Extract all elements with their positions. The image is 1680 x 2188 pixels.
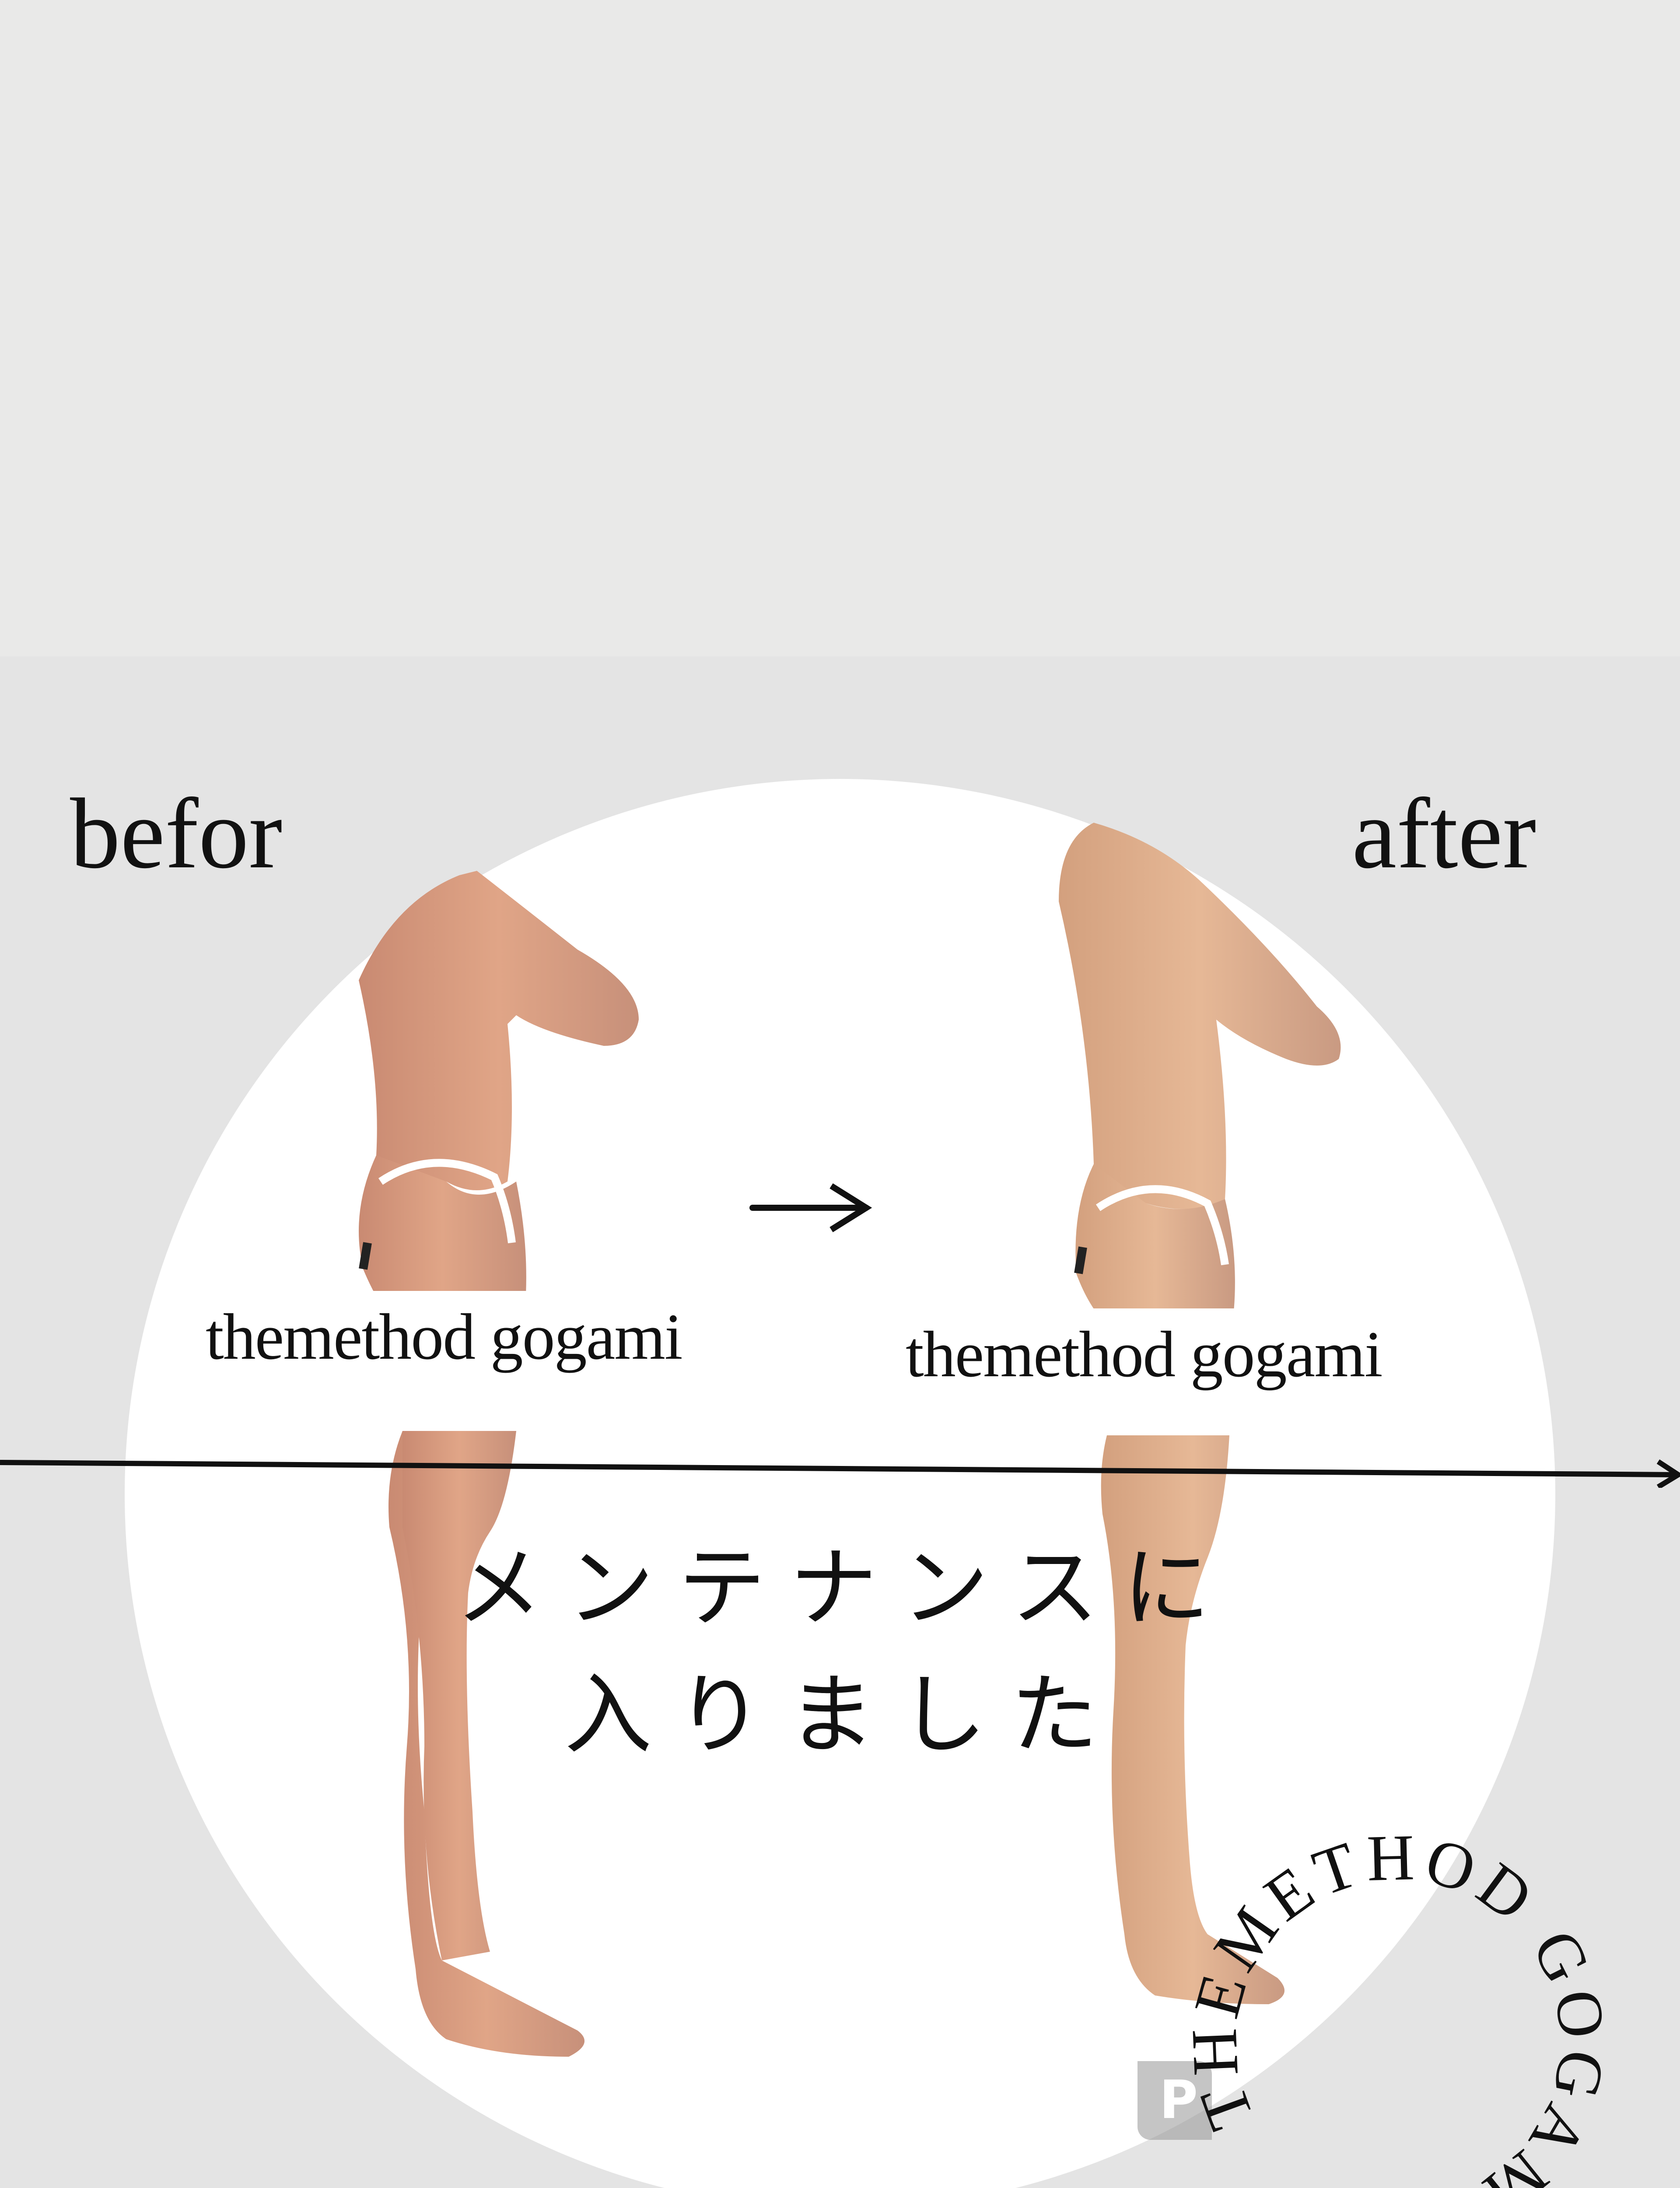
- after-photo: [1059, 823, 1341, 2004]
- svg-text:THEMETHOD GOGAMI: THEMETHOD GOGAMI: [1155, 1742, 1620, 2188]
- badge-text: THEMETHOD GOGAMI: [1155, 1742, 1614, 2188]
- message-line-1: メンテナンスに: [455, 1537, 1235, 1639]
- long-right-arrow-icon: [0, 1459, 1680, 1488]
- right-arrow-icon: [749, 1183, 872, 1232]
- top-background: [0, 0, 1680, 656]
- circular-brand-badge: THEMETHOD GOGAMI: [1155, 1742, 1620, 2188]
- watermark-glyph: P: [1159, 2070, 1198, 2131]
- before-label: befor: [70, 778, 283, 889]
- watermark-badge: P: [1138, 2061, 1212, 2140]
- after-label: after: [1352, 778, 1536, 889]
- before-caption: themethod gogami: [201, 1291, 686, 1396]
- after-caption: themethod gogami: [901, 1308, 1386, 1413]
- before-photo: [359, 871, 639, 2057]
- message-line-2: 入りました: [564, 1664, 1123, 1766]
